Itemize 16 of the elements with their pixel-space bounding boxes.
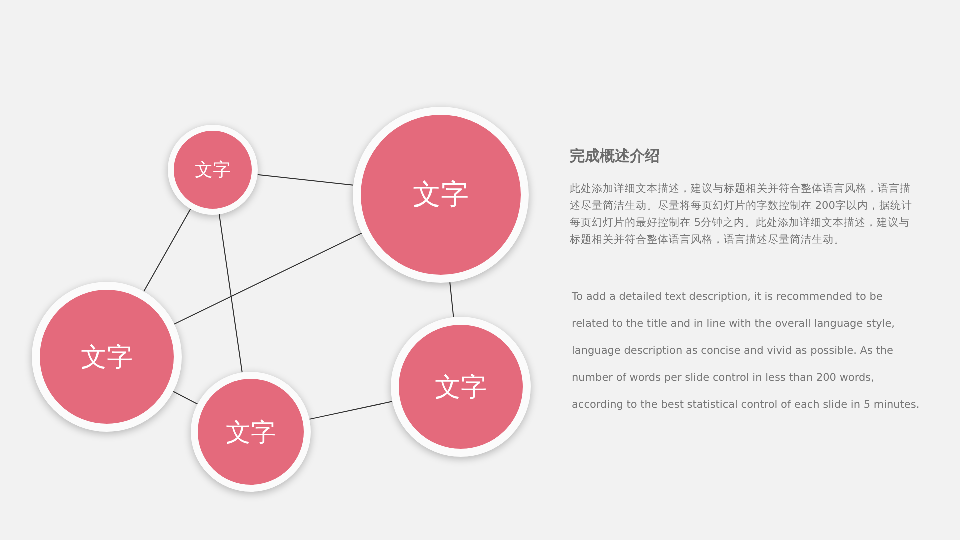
connector-line xyxy=(257,174,354,186)
paragraph: 此处添加详细文本描述，建议与标题相关并符合整体语言风格，语言描述尽量简洁生动。尽量将每页幻灯片的字数控制在 200字以内，据统计每页幻灯片的最好控制在 5分钟之内。此处添加详细文本描述，建议与标题相关并符合整体语言风格，语言描述尽量简洁生动。 xyxy=(570,182,914,248)
node-label: 文字 xyxy=(435,372,487,404)
connector-line xyxy=(218,214,243,374)
node-label: 文字 xyxy=(413,177,469,213)
node-label: 文字 xyxy=(195,159,231,182)
node-label: 文字 xyxy=(226,416,276,448)
circle-node xyxy=(168,125,258,215)
node-label: 文字 xyxy=(81,342,133,374)
connector-line xyxy=(173,391,198,405)
connector-line xyxy=(309,401,394,420)
connector-line xyxy=(143,208,192,292)
connector-line xyxy=(450,282,454,318)
connector-line xyxy=(174,232,362,325)
heading: 完成概述介绍 xyxy=(570,147,660,166)
paragraph: To add a detailed text description, it is recommended to be related to the title and in line with the overall language style, language description as concise and vivid as possible. As the number of words per slide control in less than 200 words, according to the best statistical control of each slide in 5 minutes. xyxy=(572,290,921,413)
